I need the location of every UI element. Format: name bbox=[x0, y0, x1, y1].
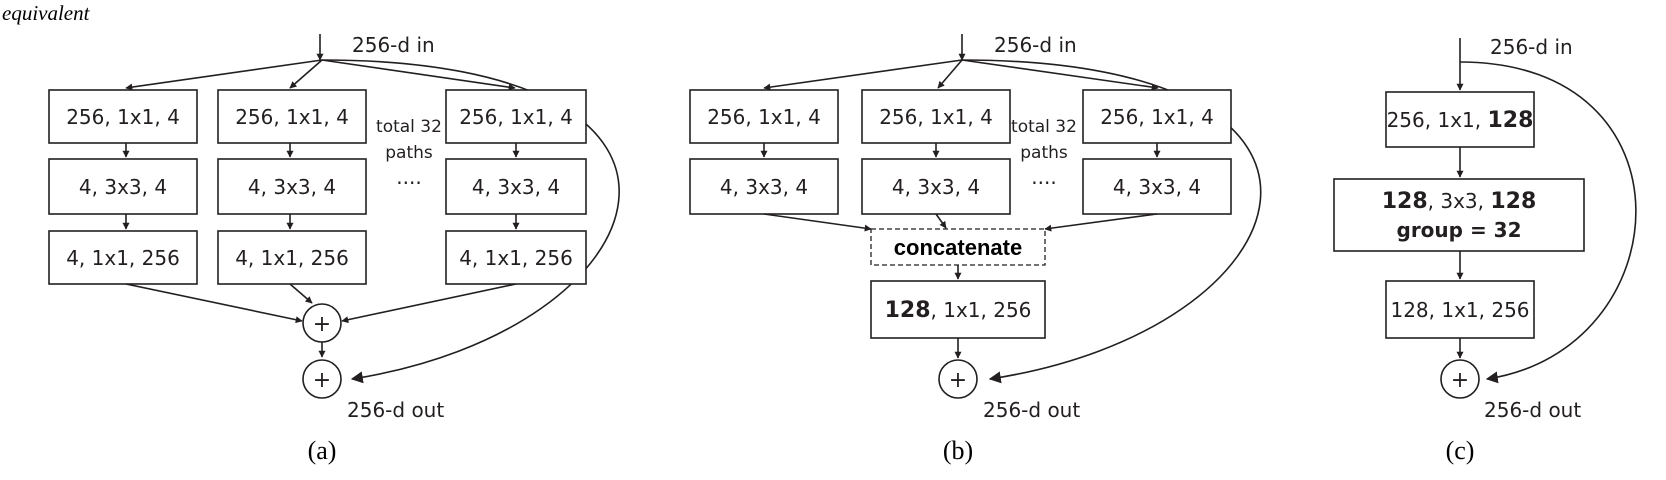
layer-label: 256, 1x1, 4 bbox=[235, 105, 349, 129]
fanout-arrow bbox=[961, 59, 1159, 91]
layer-label-bold: 128 bbox=[1487, 108, 1533, 133]
group-label: group = 32 bbox=[1397, 218, 1522, 242]
paths-note: paths bbox=[1020, 143, 1068, 163]
input-label: 256-d in bbox=[1490, 35, 1573, 59]
layer-label: 4, 1x1, 256 bbox=[235, 246, 349, 270]
input-label: 256-d in bbox=[352, 33, 435, 57]
layer-box bbox=[445, 230, 587, 285]
layer-box bbox=[217, 230, 367, 285]
layer-label-bold: 128 bbox=[1382, 189, 1428, 214]
layer-box bbox=[1385, 280, 1535, 339]
fanout-arrow bbox=[937, 59, 963, 89]
fanout-arrow bbox=[763, 59, 963, 91]
layer-label: 128, 1x1, 256 bbox=[885, 298, 1032, 323]
layer-label: 256, 1x1, 4 bbox=[459, 105, 573, 129]
layer-label-bold: 128 bbox=[885, 298, 931, 323]
layer-label: 4, 3x3, 4 bbox=[1113, 175, 1201, 199]
layer-box bbox=[1385, 91, 1535, 148]
layer-label: 4, 3x3, 4 bbox=[248, 175, 336, 199]
layer-box bbox=[1082, 89, 1232, 144]
layer-label-rest: , 3x3, bbox=[1428, 189, 1491, 213]
fanout-arrow bbox=[125, 59, 323, 91]
layer-label: 128, 1x1, 256 bbox=[1390, 298, 1529, 322]
layer-box bbox=[1082, 158, 1232, 215]
layer-box bbox=[217, 158, 367, 215]
ellipsis: ···· bbox=[1031, 171, 1056, 195]
layer-label: 4, 3x3, 4 bbox=[720, 175, 808, 199]
plus-sign: + bbox=[1451, 368, 1469, 393]
layer-label-bold: 128 bbox=[1490, 189, 1536, 214]
layer-box bbox=[861, 158, 1011, 215]
layer-box bbox=[445, 89, 587, 144]
caption: (a) bbox=[308, 436, 337, 465]
layer-label: 128, 3x3, 128 bbox=[1382, 189, 1537, 214]
panel-b: 256-d in 256, 1x1, 4 4, 3x3, 4 256, 1x1,… bbox=[689, 33, 1262, 465]
merge-arrow bbox=[1044, 213, 1158, 232]
layer-box bbox=[217, 89, 367, 144]
layer-label: 4, 1x1, 256 bbox=[459, 246, 573, 270]
layer-label: 4, 3x3, 4 bbox=[472, 175, 560, 199]
plus-sign: + bbox=[949, 368, 967, 393]
layer-box bbox=[445, 158, 587, 215]
grouped-conv-box bbox=[1333, 178, 1585, 252]
paths-note: total 32 bbox=[1011, 117, 1077, 137]
concatenate-label: concatenate bbox=[894, 235, 1022, 260]
skip-connection-arrow bbox=[1459, 61, 1637, 384]
layer-label: 4, 3x3, 4 bbox=[892, 175, 980, 199]
plus-sign: + bbox=[313, 312, 331, 337]
panel-c: 256-d in 256, 1x1, 128 128, 3x3, 128 gro… bbox=[1333, 35, 1637, 465]
output-label: 256-d out bbox=[1484, 398, 1581, 422]
layer-label-rest: 256, 1x1, bbox=[1387, 108, 1488, 132]
layer-label: 256, 1x1, 4 bbox=[66, 105, 180, 129]
layer-box bbox=[870, 280, 1046, 339]
layer-label-rest: , 1x1, 256 bbox=[931, 298, 1032, 322]
paths-note: paths bbox=[385, 143, 433, 163]
layer-box bbox=[48, 230, 198, 285]
merge-arrow bbox=[289, 283, 313, 304]
ellipsis: ···· bbox=[396, 171, 421, 195]
merge-arrow bbox=[935, 213, 947, 229]
skip-connection-arrow bbox=[321, 59, 620, 384]
layer-box bbox=[861, 89, 1011, 144]
output-label: 256-d out bbox=[983, 398, 1080, 422]
merge-arrow bbox=[341, 283, 517, 324]
layer-box bbox=[689, 89, 839, 144]
layer-label: 256, 1x1, 128 bbox=[1387, 108, 1534, 133]
merge-arrow bbox=[125, 283, 303, 324]
panel-a: 256-d in 256, 1x1, 4 4, 3x3, 4 4, 1x1, 2… bbox=[48, 33, 620, 465]
header-text: equivalent bbox=[2, 1, 91, 25]
concatenate-box bbox=[870, 228, 1046, 266]
layer-label: 256, 1x1, 4 bbox=[1100, 105, 1214, 129]
caption: (c) bbox=[1446, 436, 1475, 465]
output-label: 256-d out bbox=[347, 398, 444, 422]
sum-node bbox=[938, 359, 978, 399]
layer-label: 256, 1x1, 4 bbox=[879, 105, 993, 129]
fanout-arrow bbox=[321, 59, 516, 91]
layer-label: 4, 3x3, 4 bbox=[79, 175, 167, 199]
caption: (b) bbox=[943, 436, 973, 465]
input-label: 256-d in bbox=[994, 33, 1077, 57]
layer-box bbox=[689, 158, 839, 215]
plus-sign: + bbox=[313, 368, 331, 393]
fanout-arrow bbox=[289, 59, 323, 89]
skip-connection-arrow bbox=[961, 59, 1262, 384]
layer-box bbox=[48, 89, 198, 144]
layer-label: 4, 1x1, 256 bbox=[66, 246, 180, 270]
sum-node bbox=[1440, 359, 1480, 399]
layer-box bbox=[48, 158, 198, 215]
paths-note: total 32 bbox=[376, 117, 442, 137]
merge-arrow bbox=[763, 213, 872, 232]
sum-node bbox=[302, 359, 342, 399]
layer-label: 256, 1x1, 4 bbox=[707, 105, 821, 129]
